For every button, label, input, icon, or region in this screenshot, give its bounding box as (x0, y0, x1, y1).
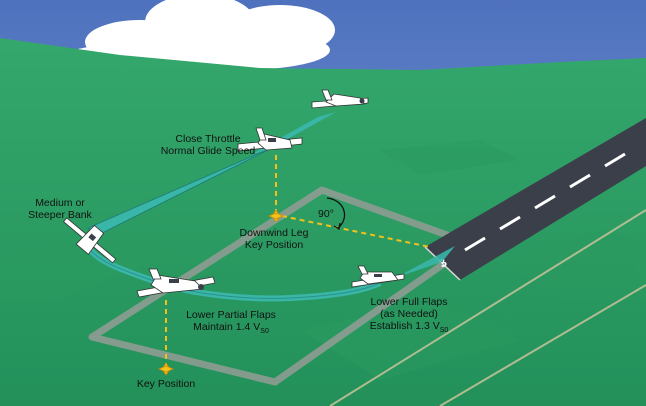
airplane-full-flaps (351, 265, 405, 288)
label-key-position-lower: Key Position (136, 378, 196, 390)
label-full-flaps: Lower Full Flaps (as Needed) Establish 1… (354, 296, 464, 337)
medium-or-text: Medium or (35, 197, 85, 209)
label-downwind-key: Downwind Leg Key Position (224, 227, 324, 251)
establish-speed-text: Establish 1.3 VS0 (369, 320, 449, 335)
label-close-throttle: Close Throttle Normal Glide Speed (148, 133, 268, 157)
angle-arrow (333, 222, 341, 231)
angle-label: 90° (318, 208, 334, 220)
label-partial-flaps: Lower Partial Flaps Maintain 1.4 VS0 (176, 309, 286, 338)
key-position-upper-text: Key Position (244, 239, 304, 251)
ground (0, 38, 646, 406)
field-patches (0, 140, 646, 380)
close-throttle-text: Close Throttle (175, 133, 241, 145)
steeper-bank-text: Steeper Bank (28, 209, 92, 221)
maintain-speed-text: Maintain 1.4 VS0 (193, 321, 269, 336)
airplane-partial-flaps (136, 268, 216, 298)
runway-threshold (424, 246, 461, 281)
airplane-top (311, 89, 369, 109)
key-guide-lines (165, 155, 431, 365)
as-needed-text: (as Needed) (380, 308, 438, 320)
lower-full-flaps-text: Lower Full Flaps (370, 296, 448, 308)
label-bank: Medium or Steeper Bank (20, 197, 100, 221)
lower-partial-flaps-text: Lower Partial Flaps (186, 309, 276, 321)
roads (329, 209, 646, 406)
angle-arc (326, 197, 346, 229)
normal-glide-text: Normal Glide Speed (160, 145, 256, 157)
downwind-leg-text: Downwind Leg (239, 227, 309, 239)
key-position-marker-upper (267, 209, 285, 223)
airplane-close-throttle (237, 127, 303, 152)
runway-centerline (464, 152, 626, 252)
key-position-marker-lower (157, 362, 175, 376)
airplane-bank (62, 217, 117, 264)
